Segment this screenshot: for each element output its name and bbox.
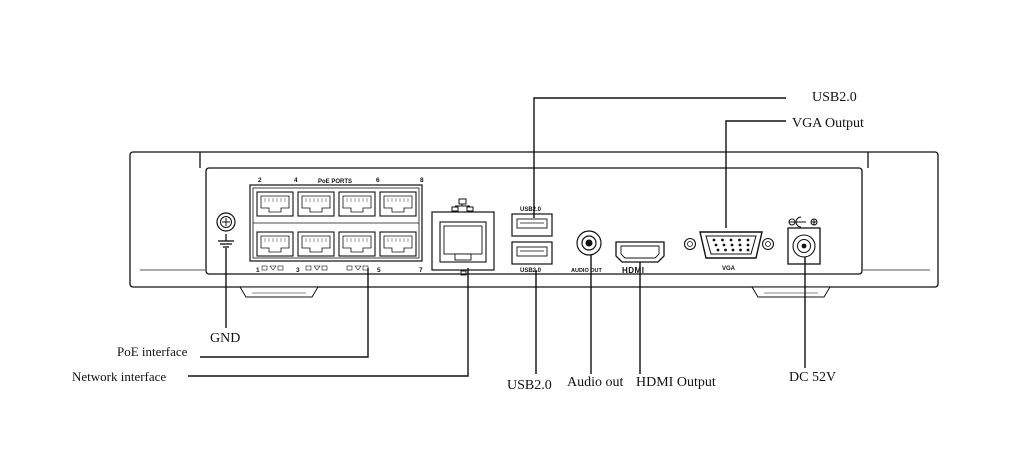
port-bottom-numbers: 1 3 5 7: [256, 267, 423, 274]
rj45-port: [379, 191, 417, 217]
network-port-mark: [460, 270, 467, 276]
audio-jack: [576, 230, 602, 256]
ground-symbol-icon: [218, 234, 234, 248]
callout-usb-bottom: USB2.0: [507, 378, 552, 393]
vga-mark: VGA: [722, 266, 736, 272]
vga-pins: [712, 238, 750, 252]
hdmi-port: [615, 241, 665, 263]
rj45-port: [338, 191, 376, 217]
dc-polarity-icon: [788, 216, 818, 228]
port-number-top: 6: [376, 177, 380, 184]
vga-screw-left: [683, 237, 697, 251]
leader-vga-output: [725, 120, 786, 228]
port-top-numbers: 2 4 6 8: [258, 177, 424, 184]
callout-network-interface: Network interface: [72, 369, 167, 384]
lan-network-icon: [451, 198, 474, 212]
callout-dc-power: DC 52V: [789, 370, 837, 385]
callout-hdmi-output: HDMI Output: [636, 375, 716, 390]
callout-leader-lines: [188, 97, 806, 377]
vga-screw-right: [761, 237, 775, 251]
port-number-top: 8: [420, 177, 424, 184]
usb-lower-mark: USB2.0: [520, 268, 542, 274]
hdmi-mark: HDMI: [622, 266, 644, 275]
rj45-port: [256, 231, 294, 257]
leader-poe-interface: [200, 268, 369, 358]
gnd-screw: [216, 212, 236, 232]
leader-network-interface: [188, 268, 469, 377]
usb-upper-mark: USB2.0: [520, 207, 542, 213]
chassis-feet: [239, 286, 831, 298]
rj45-port: [379, 231, 417, 257]
rj45-port: [256, 191, 294, 217]
usb-upper-port: [511, 213, 553, 237]
port-number-bottom: 7: [419, 267, 423, 274]
port-number-top: 4: [294, 177, 298, 184]
poe-ports-label: PoE PORTS: [318, 179, 352, 185]
callout-poe-interface: PoE interface: [117, 344, 188, 359]
network-port: [431, 211, 495, 271]
callout-usb-top: USB2.0: [812, 90, 857, 105]
rj45-port: [338, 231, 376, 257]
callout-vga-output: VGA Output: [792, 116, 864, 131]
port-number-top: 2: [258, 177, 262, 184]
dc-power-jack: [787, 227, 821, 265]
rj45-port: [297, 191, 335, 217]
callout-audio-out: Audio out: [567, 375, 624, 390]
port-number-bottom: 5: [377, 267, 381, 274]
poe-rj45-ports: [256, 191, 417, 257]
port-number-bottom: 1: [256, 267, 260, 274]
port-number-bottom: 3: [296, 267, 300, 274]
leader-usb-top: [533, 97, 786, 218]
callout-gnd: GND: [210, 331, 241, 346]
audio-out-mark: AUDIO OUT: [571, 268, 603, 274]
usb-lower-port: [511, 241, 553, 265]
rj45-port: [297, 231, 335, 257]
port-status-marks: [261, 265, 369, 271]
